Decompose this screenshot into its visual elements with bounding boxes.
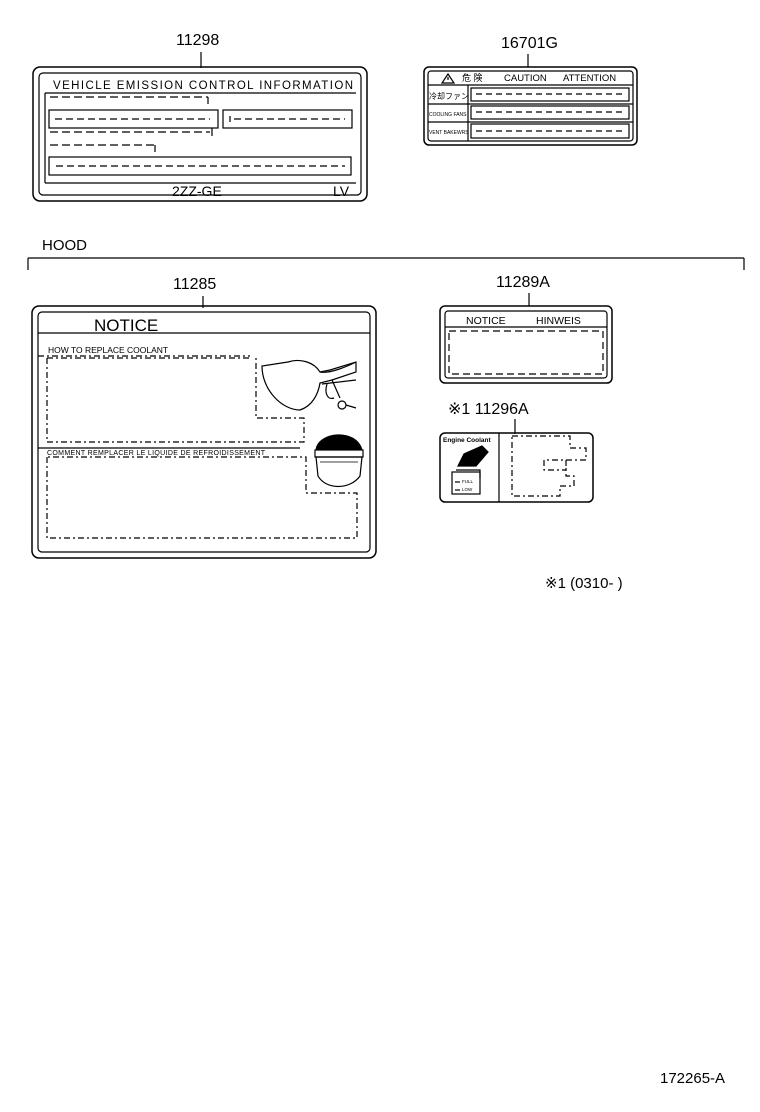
hood-bracket xyxy=(27,257,745,270)
caution-header-jp: 危 険 xyxy=(462,72,483,83)
reservoir-cap-illustration xyxy=(314,434,364,488)
part-number-11298: 11298 xyxy=(176,32,220,49)
coolant-bottle-icon xyxy=(457,445,489,467)
caution-row-vent: VENT BAKEWRS xyxy=(429,130,469,136)
hinweis-notice: NOTICE xyxy=(466,315,506,327)
part-number-11289a: 11289A xyxy=(496,274,550,291)
caution-row-cooling-fans: COOLING FANS xyxy=(429,112,467,118)
caution-row-jp: 冷却ファン xyxy=(429,91,469,101)
warning-triangle-icon xyxy=(440,72,456,84)
hood-label: HOOD xyxy=(42,237,87,254)
caution-header-caution: CAUTION xyxy=(504,73,547,84)
coolant-full-mark: FULL xyxy=(462,479,474,484)
emission-code: LV xyxy=(333,183,350,199)
engine-coolant-title: Engine Coolant xyxy=(443,437,492,444)
radiator-hose-illustration xyxy=(261,359,357,411)
notice-label xyxy=(31,305,377,559)
part-number-11285: 11285 xyxy=(173,276,217,293)
part-number-16701g: 16701G xyxy=(501,35,558,52)
coolant-low-mark: LOW xyxy=(462,487,473,492)
hinweis-label xyxy=(439,305,613,384)
emission-label xyxy=(32,66,368,202)
engine-coolant-label xyxy=(439,432,594,503)
caution-label xyxy=(423,66,638,146)
emission-engine: 2ZZ-GE xyxy=(172,183,222,199)
caution-header-attention: ATTENTION xyxy=(563,73,616,84)
part-number-11296a: ※1 11296A xyxy=(448,401,529,418)
footnote: ※1 (0310- ) xyxy=(545,575,623,592)
diagram-id: 172265-A xyxy=(660,1070,726,1087)
notice-title: NOTICE xyxy=(94,316,158,335)
emission-title: VEHICLE EMISSION CONTROL INFORMATION xyxy=(53,80,353,92)
hinweis-hinweis: HINWEIS xyxy=(536,315,581,327)
notice-line-english: HOW TO REPLACE COOLANT xyxy=(48,345,168,355)
notice-line-french: COMMENT REMPLACER LE LIQUIDE DE REFROIDI… xyxy=(47,450,266,457)
